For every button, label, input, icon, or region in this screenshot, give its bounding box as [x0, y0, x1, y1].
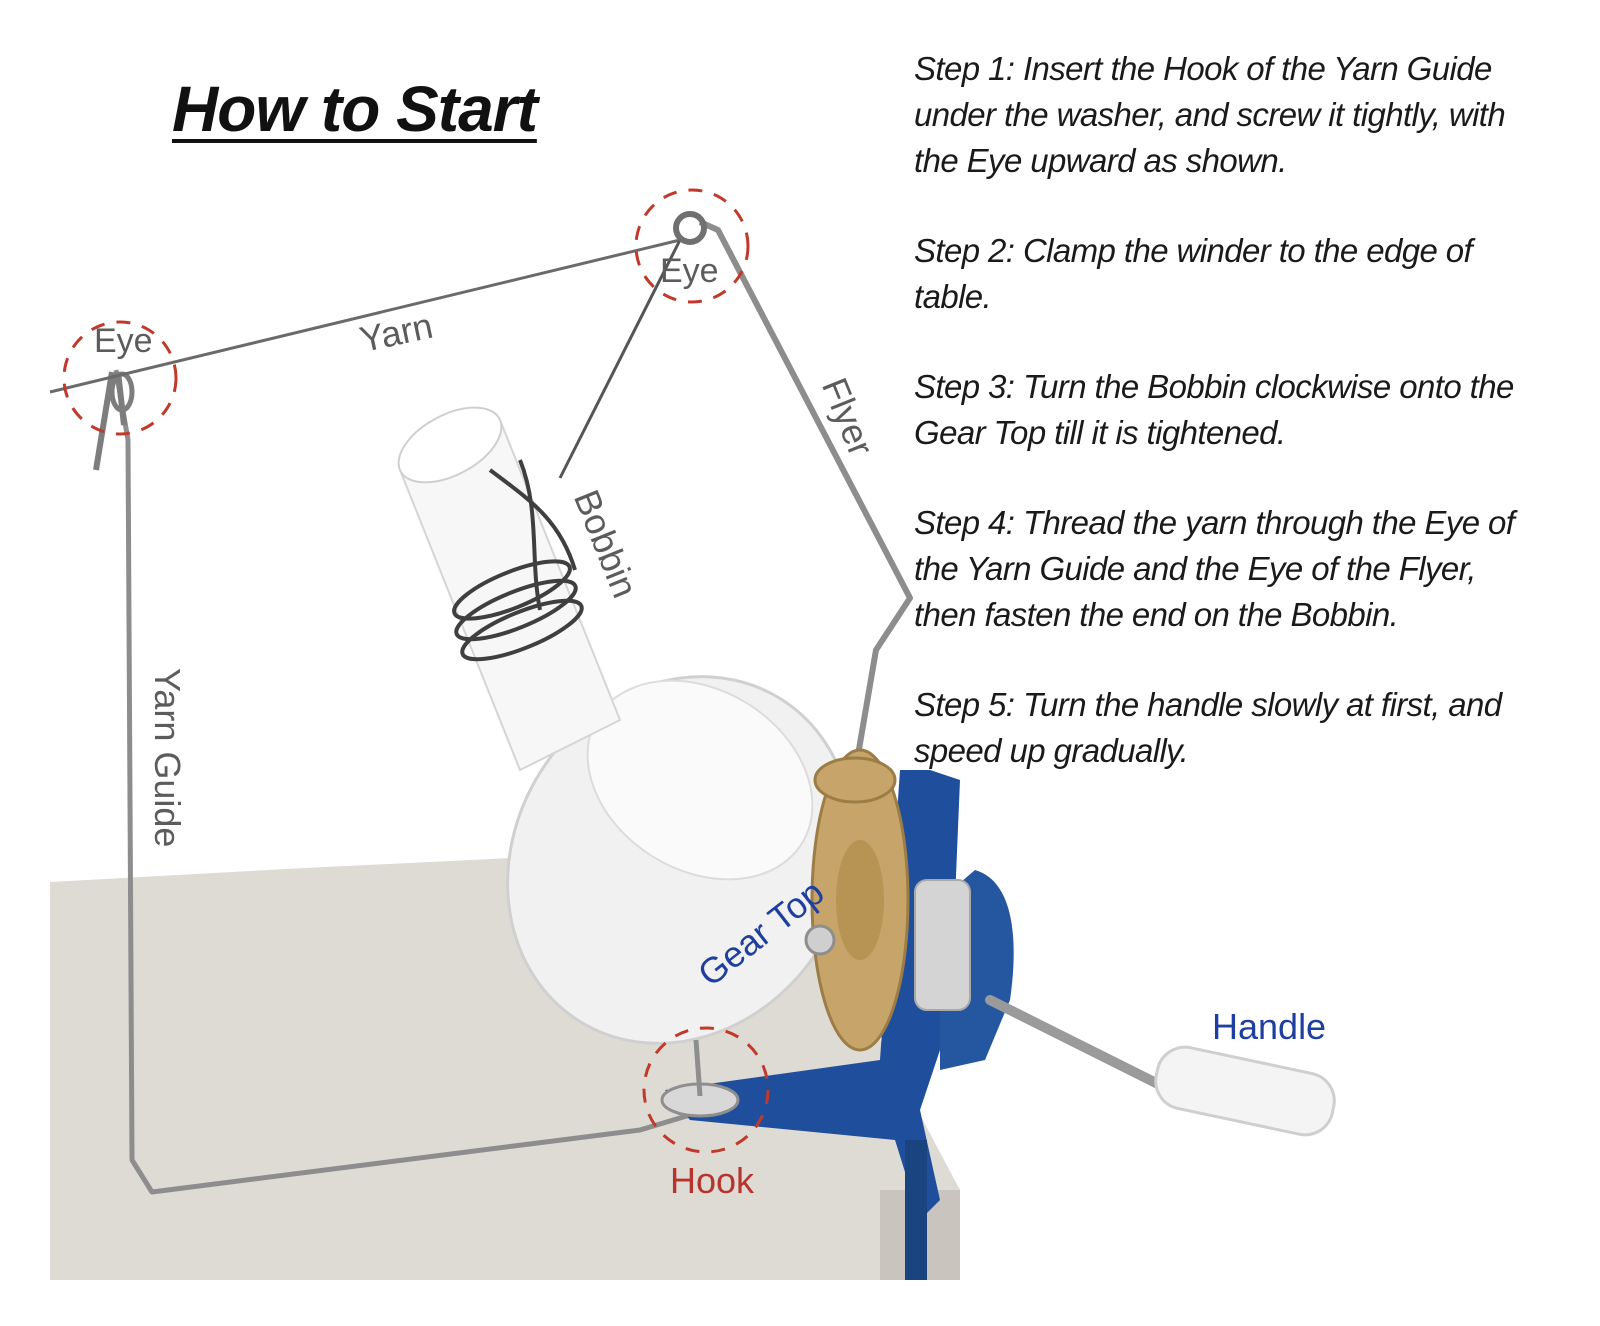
step-line: Step 1: Insert the Hook of the Yarn Guid…: [914, 50, 1492, 87]
label-eye-left: Eye: [94, 322, 153, 360]
step-line: Step 2: Clamp the winder to the edge of: [914, 232, 1473, 269]
step-line: then fasten the end on the Bobbin.: [914, 596, 1399, 633]
step-line: Step 4: Thread the yarn through the Eye …: [914, 504, 1515, 541]
label-hook: Hook: [670, 1160, 755, 1201]
step-line: the Eye upward as shown.: [914, 142, 1287, 179]
step-line: table.: [914, 278, 992, 315]
bobbin-yarn-wraps: [452, 459, 584, 662]
step-5: Step 5: Turn the handle slowly at first,…: [914, 682, 1564, 774]
crank-arm: [985, 995, 1165, 1090]
step-line: the Yarn Guide and the Eye of the Flyer,: [914, 550, 1476, 587]
step-2: Step 2: Clamp the winder to the edge of t…: [914, 228, 1564, 320]
page-title: How to Start: [172, 73, 538, 145]
yarn-to-bobbin: [558, 239, 682, 479]
step-line: Step 5: Turn the handle slowly at first,…: [914, 686, 1502, 723]
flyer-wire: [698, 219, 913, 791]
label-handle: Handle: [1212, 1006, 1327, 1047]
step-line: Step 3: Turn the Bobbin clockwise onto t…: [914, 368, 1514, 405]
step-line: Gear Top till it is tightened.: [914, 414, 1286, 451]
eye-left-highlight: [62, 320, 178, 436]
instruction-steps: Step 1: Insert the Hook of the Yarn Guid…: [914, 46, 1564, 818]
clamp-bracket: [665, 770, 960, 1220]
eye-right-highlight: [634, 188, 750, 304]
handle-grip: [1154, 1045, 1336, 1137]
step-line: under the washer, and screw it tightly, …: [914, 96, 1506, 133]
step-3: Step 3: Turn the Bobbin clockwise onto t…: [914, 364, 1564, 456]
step-1: Step 1: Insert the Hook of the Yarn Guid…: [914, 46, 1564, 184]
yarn-guide-wire: [113, 369, 691, 1195]
yarn-guide-eye: [93, 371, 127, 471]
label-eye-right: Eye: [660, 252, 719, 290]
gear-top-small: [813, 756, 897, 804]
yarn-strand: [49, 238, 681, 394]
step-4: Step 4: Thread the yarn through the Eye …: [914, 500, 1564, 638]
hook-highlight: [642, 1026, 770, 1154]
label-yarn-guide: Yarn Guide: [147, 668, 188, 848]
step-line: speed up gradually.: [914, 732, 1189, 769]
